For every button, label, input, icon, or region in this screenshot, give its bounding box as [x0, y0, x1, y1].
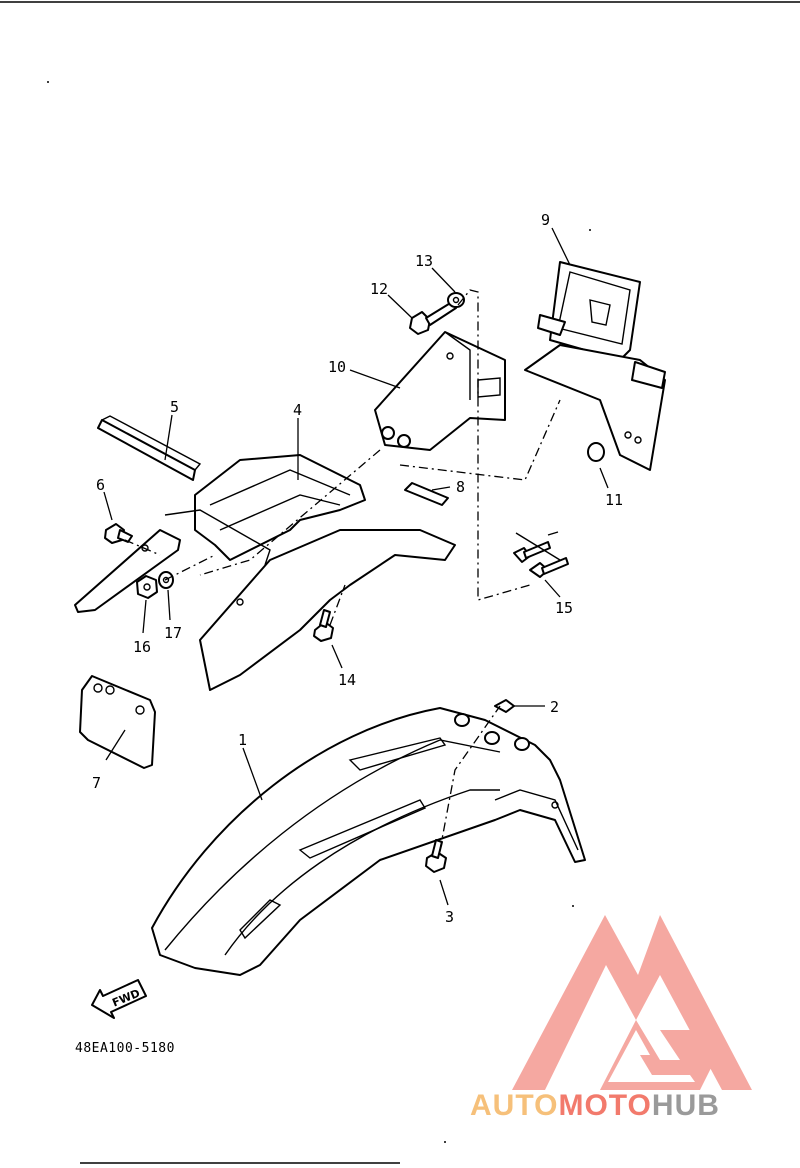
- callout-4: 4: [293, 401, 302, 419]
- callout-16: 16: [133, 638, 151, 656]
- part-12-bolt: [409, 301, 457, 335]
- part-3-bolt: [425, 839, 447, 873]
- speck: [572, 905, 574, 907]
- speck: [444, 1141, 446, 1143]
- callout-7: 7: [92, 774, 101, 792]
- callout-17: 17: [164, 624, 182, 642]
- part-5-strip: [97, 415, 202, 481]
- speck: [47, 81, 49, 83]
- callout-9: 9: [541, 211, 550, 229]
- leader-lines: [103, 227, 609, 906]
- callout-numbers: 1 2 3 4 5 6 7 8 9 10 11 12 13 14 15 16 1…: [92, 211, 623, 926]
- callout-11: 11: [605, 491, 623, 509]
- part-14-screw: [313, 609, 334, 642]
- callout-3: 3: [445, 908, 454, 926]
- callout-13: 13: [415, 252, 433, 270]
- speck: [589, 229, 591, 231]
- callout-12: 12: [370, 280, 388, 298]
- part-4-rear-fender: [164, 454, 456, 691]
- callout-6: 6: [96, 476, 105, 494]
- part-1-front-fender: [151, 707, 586, 976]
- part-9-plate-bracket: [524, 261, 666, 471]
- callout-10: 10: [328, 358, 346, 376]
- brand-hub: HUB: [652, 1089, 720, 1122]
- callout-5: 5: [170, 398, 179, 416]
- part-7-plate: [79, 675, 156, 769]
- part-11-cap: [587, 442, 605, 462]
- callout-15: 15: [555, 599, 573, 617]
- part-10-rear-bracket: [374, 331, 506, 451]
- rear-flap: [74, 529, 181, 613]
- watermark-brand-text: AUTOMOTOHUB: [470, 1089, 720, 1122]
- part-2-nut: [494, 699, 515, 713]
- part-17-washer: [158, 571, 174, 589]
- brand-auto: AUTO: [470, 1089, 558, 1122]
- callout-2: 2: [550, 698, 559, 716]
- brand-moto: MOTO: [558, 1089, 651, 1122]
- part-16-nut: [136, 575, 158, 599]
- part-15-screws: [513, 531, 569, 578]
- assembly-lines: [124, 289, 561, 851]
- fwd-arrow: FWD: [91, 979, 147, 1019]
- part-6-bolt: [104, 523, 133, 544]
- part-code: 48EA100-5180: [75, 1041, 175, 1056]
- watermark-logo-icon: [512, 915, 752, 1090]
- callout-1: 1: [238, 731, 247, 749]
- callout-8: 8: [456, 478, 465, 496]
- part-8-decal: [404, 482, 449, 506]
- callout-14: 14: [338, 671, 356, 689]
